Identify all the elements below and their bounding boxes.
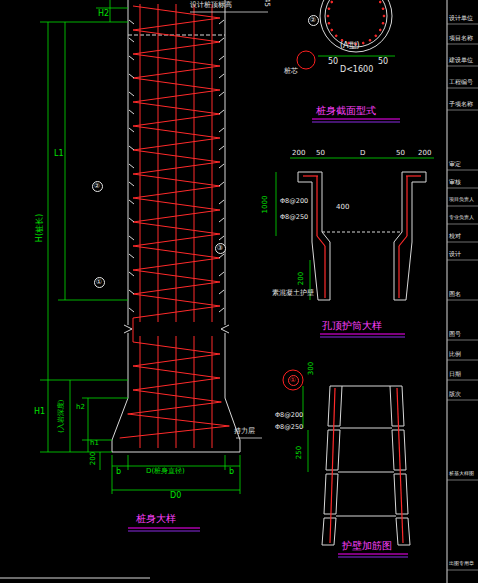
title-block-cell: 项目名称	[449, 35, 473, 41]
title-block-cell: 版次	[449, 391, 461, 397]
dimension-label: 桩芯	[284, 68, 298, 75]
dimension-label: b	[116, 468, 121, 476]
dimension-label: 200	[299, 271, 306, 284]
title-block-cell: 专业负责人	[449, 215, 474, 220]
dimension-label: 400	[336, 204, 349, 211]
title-block-cell: 子项名称	[449, 101, 473, 107]
title-block-cell: 比例	[449, 351, 461, 357]
dimension-label: h2	[76, 404, 85, 411]
title-block-cell: 日期	[449, 371, 461, 377]
dimension-label: 设计桩顶标高	[190, 2, 232, 9]
title-block-cell: 出图专用章	[449, 561, 474, 566]
dimension-label: b	[229, 468, 234, 476]
dimension-label: 50	[316, 150, 325, 157]
title-block-cell: 校对	[449, 233, 461, 239]
dimension-label: 素混凝土护壁	[272, 290, 314, 297]
dimension-label: Φ8@200	[280, 198, 308, 205]
dimension-label: D	[360, 150, 365, 157]
dimension-label: 50	[396, 150, 405, 157]
dimension-label: H1	[34, 408, 45, 416]
dimension-label: D<1600	[340, 66, 373, 74]
dimension-label: 45	[262, 0, 269, 6]
title-block-cell: 审核	[449, 179, 461, 185]
dimension-label: 持力层	[234, 428, 255, 435]
dimension-label: 1000	[262, 195, 269, 213]
title-block-cell: 建设单位	[449, 57, 473, 63]
dimension-label: 200	[418, 150, 431, 157]
callout-number: ①	[290, 377, 296, 384]
callout-circle: ①	[94, 277, 105, 288]
dimension-label: D(桩身直径)	[146, 468, 185, 475]
callout-circle: ②	[308, 15, 319, 26]
callout-circle: ①	[288, 375, 299, 386]
title-block-cell: 工程编号	[449, 79, 473, 85]
title-block-cell: 图号	[449, 331, 461, 337]
drawing-title: 孔顶护筒大样	[322, 321, 382, 331]
drawing-title: 护壁加筋图	[342, 541, 392, 551]
drawing-title: 桩身截面型式	[316, 106, 376, 116]
dimension-label: D0	[170, 492, 181, 500]
callout-circle: ②	[92, 181, 103, 192]
dimension-label: 200	[292, 150, 305, 157]
dimension-label: Φ8@250	[275, 424, 303, 431]
dimension-label: H2	[98, 10, 109, 18]
title-block-cell: 设计单位	[449, 15, 473, 21]
dimension-label: 50	[328, 58, 338, 66]
title-block-cell: 项目负责人	[449, 197, 474, 202]
dimension-label: 300	[309, 361, 316, 374]
dimension-label: (入岩深度)	[59, 399, 66, 432]
title-block-cell: 审定	[449, 161, 461, 167]
title-block-cell: 设计	[449, 251, 461, 257]
callout-circle: ③	[215, 243, 226, 254]
callout-number: ①	[96, 279, 102, 286]
dimension-label: Φ8@250	[280, 214, 308, 221]
title-block-cell: 桩基大样图	[449, 471, 474, 476]
dimension-label: 50	[378, 58, 388, 66]
dimension-label: 200	[91, 451, 98, 464]
callout-number: ③	[217, 245, 223, 252]
drawing-title: 桩身大样	[136, 514, 176, 524]
dimension-label: H(桩长)	[36, 214, 44, 242]
dimension-label: 250	[297, 445, 304, 458]
dimension-label: Φ8@200	[275, 412, 303, 419]
title-block-cell: 图名	[449, 291, 461, 297]
callout-number: ②	[310, 17, 316, 24]
dimension-label: h1	[90, 440, 99, 447]
dimension-label: (A型)	[340, 42, 360, 50]
callout-number: ②	[94, 183, 100, 190]
dimension-label: L1	[54, 150, 64, 158]
